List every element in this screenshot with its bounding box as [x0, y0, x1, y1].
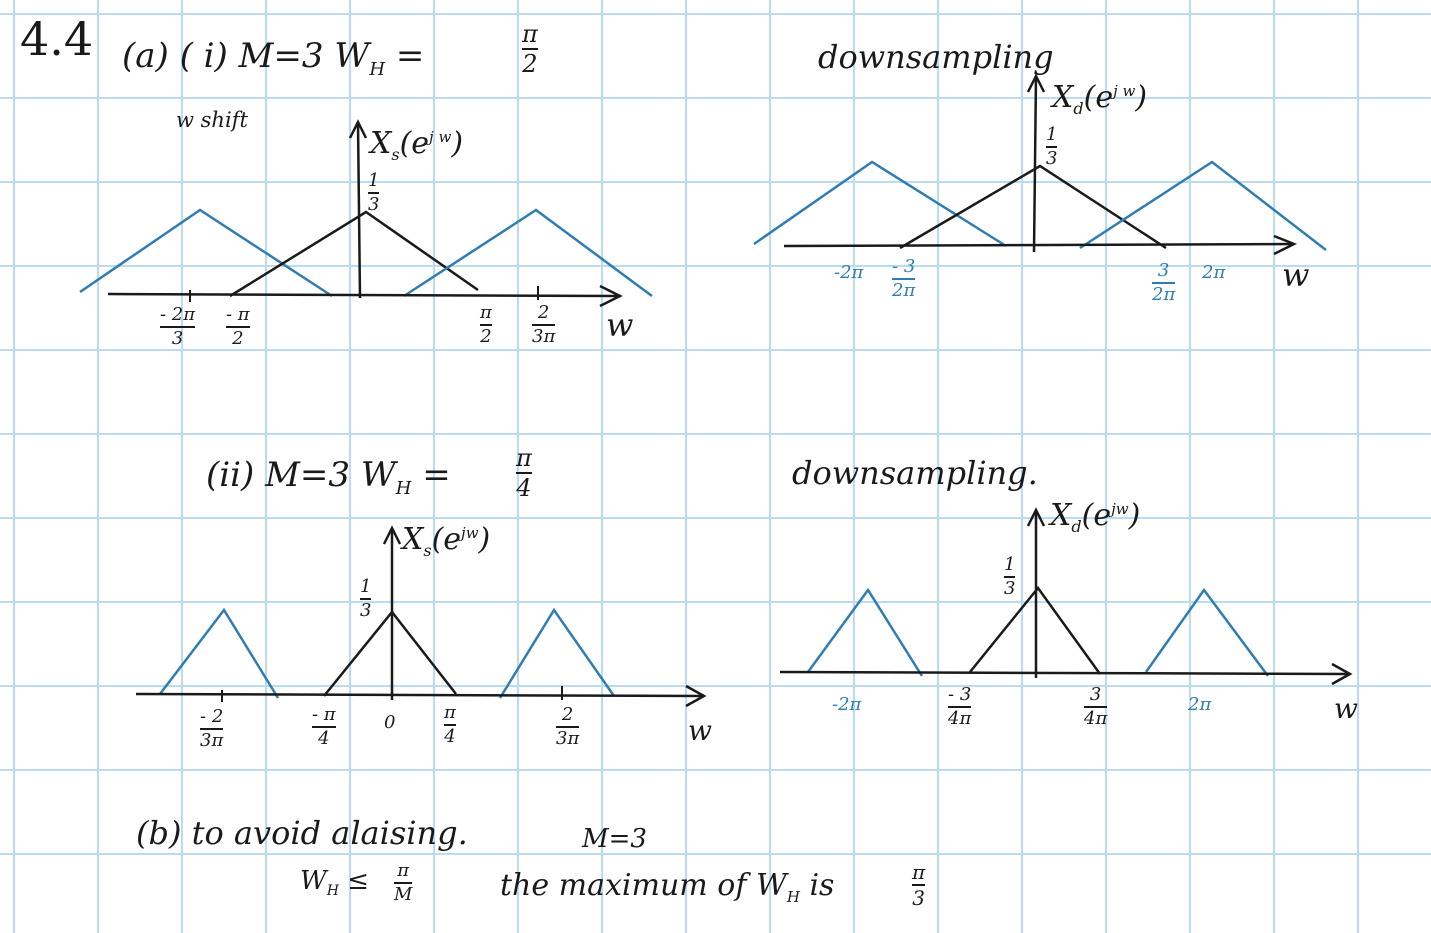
plot1-y-arrow [348, 119, 368, 139]
part-a-i-text: (a) ( i) M=3 W [122, 36, 370, 76]
plot1-black-center [229, 210, 479, 298]
part-a-i-heading: (a) ( i) M=3 WH = [122, 36, 425, 80]
plot4-blue-left [806, 587, 924, 677]
plot4-black-center [969, 585, 1102, 675]
plot4-group [779, 507, 1353, 686]
plot1-xlabel: w [606, 306, 634, 344]
part-a-ii-text: (ii) M=3 W [206, 455, 396, 495]
part-b-m-note: M=3 [582, 824, 647, 854]
plot4-tick-label-4: 2π [1188, 694, 1212, 715]
plot4-xlabel: w [1334, 692, 1358, 725]
plot4-x-axis [779, 670, 1349, 676]
plot1-y-axis [356, 123, 362, 299]
wh-frac-i: π 2 [522, 22, 538, 76]
plot4-ylabel: Xd(ejw) [1050, 498, 1141, 536]
wh-frac-ii: π 4 [516, 446, 532, 500]
plot4-blue-right [1144, 587, 1270, 677]
plot1-blue-left [79, 208, 333, 298]
plot1-blue-right [403, 208, 653, 298]
plot2-group [753, 73, 1327, 256]
problem-number: 4.4 [20, 12, 94, 66]
plot3-blue-right [498, 607, 616, 699]
wh-frac-ii-den: 4 [516, 474, 532, 502]
shift-note: w shift [176, 108, 248, 132]
plot3-x-arrow [685, 684, 707, 708]
part-a-ii-sub: H [395, 477, 412, 499]
plot3-xlabel: w [688, 714, 712, 747]
part-a-ii-heading: (ii) M=3 WH = [206, 455, 451, 499]
plot2-x-axis [783, 242, 1293, 248]
plot4-tick-label-1: -2π [832, 694, 862, 715]
plot2-ylabel: Xd(ej w) [1052, 80, 1148, 118]
downsampling-label-2: downsampling. [792, 454, 1038, 492]
plot3-group [135, 525, 707, 708]
downsampling-label-1: downsampling [818, 38, 1054, 76]
part-b-condition: WH ≤ [300, 866, 370, 900]
plot1-ylabel: Xs(ej w) [370, 126, 464, 164]
plot2-blue-left [753, 160, 1007, 248]
plot3-x-axis [135, 692, 703, 698]
plot1-x-axis [107, 292, 619, 298]
plot1-group [79, 119, 653, 308]
plot3-tick-label-3: 0 [384, 712, 396, 733]
plot4-x-arrow [1331, 662, 1353, 686]
part-b-line1: (b) to avoid alaising. [136, 814, 468, 852]
plot3-y-arrow [382, 525, 402, 545]
wh-frac-ii-num: π [516, 444, 532, 472]
plot4-y-arrow [1026, 507, 1046, 527]
plot2-y-axis [1032, 75, 1038, 253]
plot2-blue-right [1079, 160, 1327, 251]
plot1-x-arrow [599, 284, 623, 308]
part-b-conclusion: the maximum of WH is [500, 868, 835, 906]
plot2-y-arrow [1026, 73, 1046, 93]
part-a-i-sub: H [369, 58, 386, 80]
plot3-black-center [323, 609, 457, 697]
plot2-x-arrow [1273, 234, 1298, 256]
plot2-tick-label-4: 2π [1202, 262, 1226, 283]
plot3-ylabel: Xs(ejw) [402, 522, 491, 560]
wh-frac-i-num: π [522, 20, 538, 48]
plot3-blue-left [159, 607, 280, 699]
wh-frac-i-den: 2 [522, 50, 538, 78]
plot2-xlabel: w [1282, 256, 1310, 294]
plot2-tick-label-1: -2π [834, 262, 864, 283]
